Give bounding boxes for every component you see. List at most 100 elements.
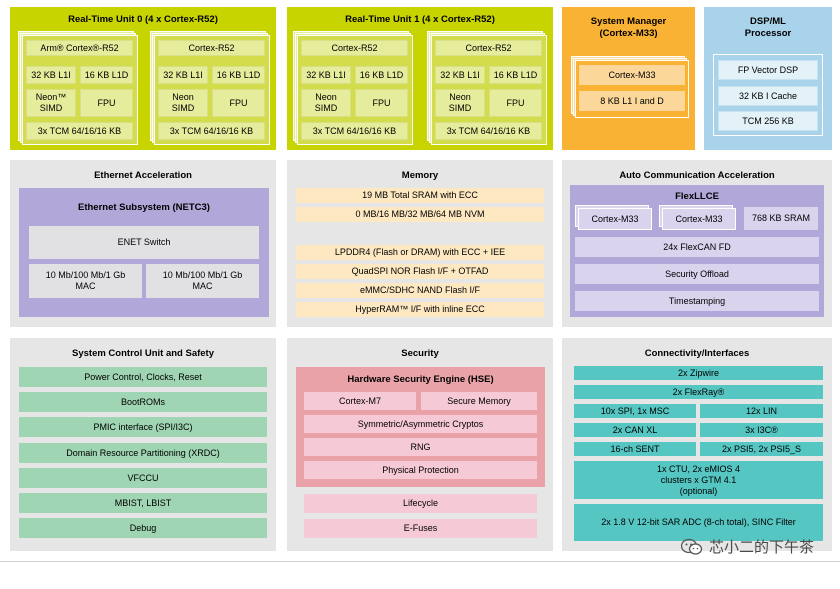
sec-title: Security <box>401 348 439 359</box>
dsp-title: DSP/ML Processor <box>744 16 792 39</box>
core-card: Cortex-R52 32 KB L1I 16 KB L1D Neon SIMD… <box>154 35 270 145</box>
xrdc: Domain Resource Partitioning (XRDC) <box>19 443 267 463</box>
debug: Debug <box>19 518 267 538</box>
cortex-m7: Cortex-M7 <box>304 392 416 410</box>
sar-adc: 2x 1.8 V 12-bit SAR ADC (8-ch total), SI… <box>574 504 823 541</box>
lifecycle: Lifecycle <box>304 494 537 513</box>
sram: 19 MB Total SRAM with ECC <box>296 188 544 203</box>
quadspi: QuadSPI NOR Flash I/F + OTFAD <box>296 264 544 279</box>
core-name: Cortex-R52 <box>158 40 265 56</box>
dsp-ml-panel: DSP/ML Processor FP Vector DSP 32 KB I C… <box>704 7 832 150</box>
i3c: 3x I3C® <box>700 423 823 437</box>
mbist-lbist: MBIST, LBIST <box>19 493 267 513</box>
flexcan-fd: 24x FlexCAN FD <box>575 237 819 257</box>
l1d-cache: 16 KB L1D <box>80 66 133 84</box>
l1-cache: 8 KB L1 I and D <box>579 91 685 111</box>
cortex-m33: Cortex-M33 <box>579 65 685 85</box>
tcm: 3x TCM 64/16/16 KB <box>435 122 542 140</box>
aca-title: Auto Communication Acceleration <box>619 170 775 181</box>
rtu1-title: Real-Time Unit 1 (4 x Cortex-R52) <box>345 14 495 25</box>
watermark-text: 芯小二的下午茶 <box>708 538 814 556</box>
rng: RNG <box>304 438 537 456</box>
enet-switch: ENET Switch <box>29 226 259 259</box>
real-time-unit-0-panel: Real-Time Unit 0 (4 x Cortex-R52) Arm® C… <box>10 7 276 150</box>
system-manager-panel: System Manager (Cortex-M33) Cortex-M33 8… <box>562 7 695 150</box>
rtu1-core-b: Cortex-R52 32 KB L1I 16 KB L1D Neon SIMD… <box>427 31 549 145</box>
real-time-unit-1-panel: Real-Time Unit 1 (4 x Cortex-R52) Cortex… <box>287 7 553 150</box>
fpu: FPU <box>80 89 133 117</box>
eth-title: Ethernet Acceleration <box>94 170 192 181</box>
rtu1-core-a: Cortex-R52 32 KB L1I 16 KB L1D Neon SIMD… <box>293 31 415 145</box>
dsp-card: FP Vector DSP 32 KB I Cache TCM 256 KB <box>713 54 823 136</box>
can-xl: 2x CAN XL <box>574 423 696 437</box>
rtu0-core-b: Cortex-R52 32 KB L1I 16 KB L1D Neon SIMD… <box>150 31 272 145</box>
rtu0-title: Real-Time Unit 0 (4 x Cortex-R52) <box>68 14 218 25</box>
physical-protection: Physical Protection <box>304 461 537 479</box>
sram-768: 768 KB SRAM <box>744 207 818 230</box>
core-name: Arm® Cortex®-R52 <box>26 40 133 56</box>
security-offload: Security Offload <box>575 264 819 284</box>
scu-title: System Control Unit and Safety <box>72 348 214 359</box>
sysmgr-card: Cortex-M33 8 KB L1 I and D <box>575 60 689 118</box>
fpu: FPU <box>355 89 408 117</box>
bottom-strip <box>0 561 840 589</box>
core-name: Cortex-R52 <box>435 40 542 56</box>
lpddr4: LPDDR4 (Flash or DRAM) with ECC + IEE <box>296 245 544 260</box>
ethernet-subsystem: Ethernet Subsystem (NETC3) ENET Switch 1… <box>19 188 269 317</box>
neon-simd: Neon SIMD <box>158 89 208 117</box>
cryptos: Symmetric/Asymmetric Cryptos <box>304 415 537 433</box>
psi5: 2x PSI5, 2x PSI5_S <box>700 442 823 456</box>
mac-1: 10 Mb/100 Mb/1 Gb MAC <box>29 264 142 298</box>
l1i-cache: 32 KB L1I <box>301 66 351 84</box>
l1i-cache: 32 KB L1I <box>435 66 485 84</box>
neon-simd: Neon SIMD <box>301 89 351 117</box>
l1i-cache: 32 KB L1I <box>26 66 76 84</box>
spi-msc: 10x SPI, 1x MSC <box>574 404 696 418</box>
neon-simd: Neon SIMD <box>435 89 485 117</box>
connectivity-panel: Connectivity/Interfaces 2x Zipwire 2x Fl… <box>562 338 832 551</box>
nvm: 0 MB/16 MB/32 MB/64 MB NVM <box>296 207 544 222</box>
timestamping: Timestamping <box>575 291 819 311</box>
mem-title: Memory <box>401 170 439 181</box>
secure-memory: Secure Memory <box>421 392 537 410</box>
wechat-icon <box>680 538 703 556</box>
tcm: 3x TCM 64/16/16 KB <box>26 122 133 140</box>
bootroms: BootROMs <box>19 392 267 412</box>
security-panel: Security Hardware Security Engine (HSE) … <box>287 338 553 551</box>
flexllce: FlexLLCE Cortex-M33 Cortex-M33 768 KB SR… <box>570 185 824 317</box>
fpu: FPU <box>212 89 265 117</box>
sysmgr-title: System Manager (Cortex-M33) <box>590 16 667 39</box>
hyperram: HyperRAM™ I/F with inline ECC <box>296 302 544 317</box>
hse-title: Hardware Security Engine (HSE) <box>347 374 494 385</box>
i-cache: 32 KB I Cache <box>718 86 818 106</box>
l1i-cache: 32 KB L1I <box>158 66 208 84</box>
sent: 16-ch SENT <box>574 442 696 456</box>
neon-simd: Neon™ SIMD <box>26 89 76 117</box>
pmic-interface: PMIC interface (SPI/I3C) <box>19 417 267 437</box>
flexllce-title: FlexLLCE <box>675 191 719 202</box>
core-name: Cortex-R52 <box>301 40 408 56</box>
core-card: Cortex-R52 32 KB L1I 16 KB L1D Neon SIMD… <box>431 35 547 145</box>
tcm: 3x TCM 64/16/16 KB <box>158 122 265 140</box>
system-control-panel: System Control Unit and Safety Power Con… <box>10 338 276 551</box>
ctu-emios-gtm: 1x CTU, 2x eMIOS 4 clusters x GTM 4.1 (o… <box>574 461 823 499</box>
fp-vector-dsp: FP Vector DSP <box>718 60 818 80</box>
l1d-cache: 16 KB L1D <box>212 66 265 84</box>
vfccu: VFCCU <box>19 468 267 488</box>
conn-title: Connectivity/Interfaces <box>644 348 750 359</box>
tcm: 3x TCM 64/16/16 KB <box>301 122 408 140</box>
l1d-cache: 16 KB L1D <box>355 66 408 84</box>
lin: 12x LIN <box>700 404 823 418</box>
hse: Hardware Security Engine (HSE) Cortex-M7… <box>296 367 545 487</box>
tcm: TCM 256 KB <box>718 111 818 131</box>
zipwire: 2x Zipwire <box>574 366 823 380</box>
e-fuses: E-Fuses <box>304 519 537 538</box>
flexray: 2x FlexRay® <box>574 385 823 399</box>
rtu0-core-a: Arm® Cortex®-R52 32 KB L1I 16 KB L1D Neo… <box>18 31 138 145</box>
power-control: Power Control, Clocks, Reset <box>19 367 267 387</box>
memory-panel: Memory 19 MB Total SRAM with ECC 0 MB/16… <box>287 160 553 327</box>
fpu: FPU <box>489 89 542 117</box>
l1d-cache: 16 KB L1D <box>489 66 542 84</box>
cortex-m33-1: Cortex-M33 <box>578 208 652 230</box>
mac-2: 10 Mb/100 Mb/1 Gb MAC <box>146 264 259 298</box>
